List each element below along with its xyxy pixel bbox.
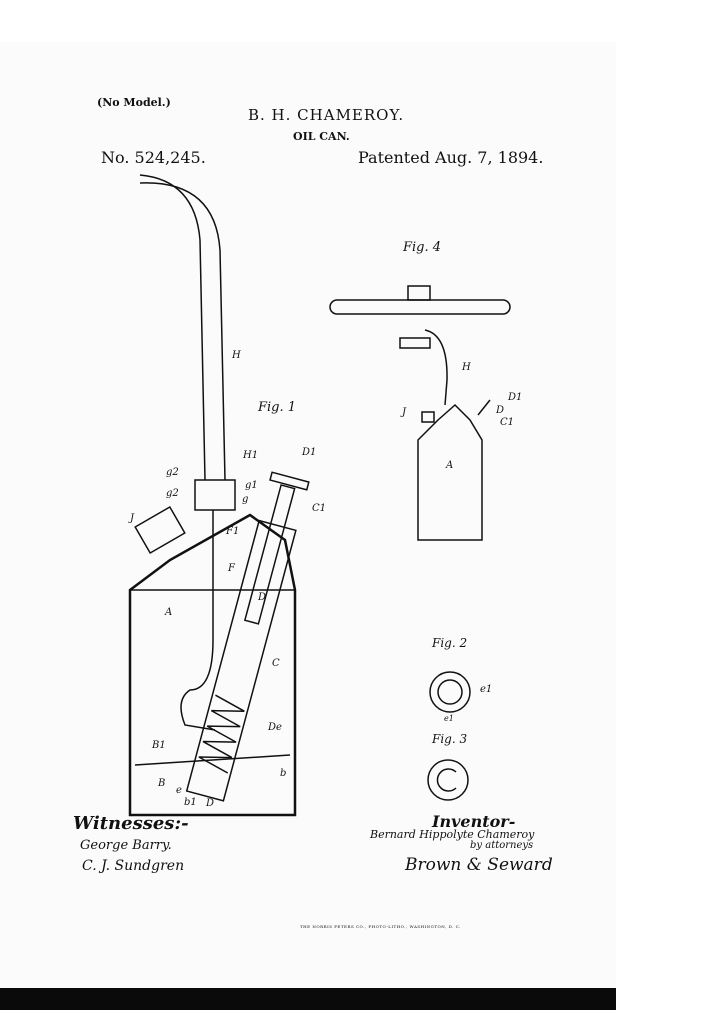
part-label: D	[206, 798, 215, 809]
part-label: A	[165, 607, 173, 618]
fig2-label: Fig. 2	[432, 636, 468, 650]
pump-cylinder	[185, 471, 310, 802]
fig4-label: Fig. 4	[403, 240, 442, 255]
part-label: De	[268, 722, 282, 733]
part-label: e	[176, 785, 182, 796]
part-label: g1	[245, 480, 258, 491]
fig4-clamp	[399, 337, 431, 349]
part-label: g	[242, 494, 249, 505]
fig4-can	[417, 403, 483, 541]
fig3-label: Fig. 3	[432, 732, 468, 746]
part-label: F1	[226, 526, 240, 537]
feed-tube	[180, 510, 216, 731]
inventor-heading: Inventor-	[432, 812, 516, 831]
fig4-handle	[329, 299, 511, 315]
part-label: b	[280, 768, 287, 779]
by-attorneys: by attorneys	[470, 840, 534, 851]
part-label: g2	[166, 467, 179, 478]
part-label: b1	[184, 797, 197, 808]
spout-cap	[194, 479, 236, 511]
patent-number: No. 524,245.	[101, 148, 206, 167]
witness-signature: George Barry.	[80, 838, 172, 853]
part-label: C1	[312, 503, 327, 514]
part-label: H	[462, 362, 471, 373]
part-label: B1	[152, 740, 166, 751]
spout-outer	[139, 174, 206, 481]
fig3-ring-outer	[427, 759, 469, 801]
inventor-name: B. H. CHAMEROY.	[248, 106, 405, 124]
fig4-spout	[424, 329, 448, 406]
fig2-ring-outer	[429, 671, 471, 713]
part-label: e1	[444, 714, 454, 723]
part-label: B	[158, 778, 166, 789]
part-label: D	[496, 405, 505, 416]
fig3-ring-inner	[436, 768, 457, 792]
no-model-note: (No Model.)	[97, 96, 171, 109]
patent-sheet	[0, 42, 616, 990]
part-label: D	[258, 592, 267, 603]
part-label: J	[402, 407, 407, 418]
part-label: F	[228, 563, 235, 574]
filler-cap	[134, 505, 186, 555]
part-label: D1	[302, 447, 317, 458]
patent-date: Patented Aug. 7, 1894.	[358, 148, 544, 167]
part-label: C1	[500, 417, 515, 428]
part-label: C	[272, 658, 280, 669]
scan-edge	[0, 988, 616, 1010]
part-label: H1	[243, 450, 259, 461]
part-label: H	[232, 350, 241, 361]
part-label: e1	[480, 684, 493, 695]
part-label: A	[446, 460, 454, 471]
inventor-signature: Bernard Hippolyte Chameroy	[370, 828, 535, 841]
witness-signature: C. J. Sundgren	[82, 858, 185, 874]
part-label: D1	[508, 392, 523, 403]
fig1-label: Fig. 1	[258, 400, 297, 415]
part-label: g2	[166, 488, 179, 499]
printer-credit: THE NORRIS PETERS CO., PHOTO-LITHO., WAS…	[300, 924, 461, 929]
fig2-ring-inner	[437, 679, 463, 705]
fig4-pump	[477, 399, 491, 416]
patent-title: OIL CAN.	[293, 130, 350, 143]
part-label: J	[130, 513, 135, 524]
fig4-cap	[421, 411, 435, 423]
witnesses-heading: Witnesses:-	[73, 813, 189, 834]
can-body	[128, 513, 297, 817]
attorneys-signature: Brown & Seward	[405, 855, 553, 875]
false-bottom	[134, 754, 291, 766]
spout-inner	[139, 182, 226, 481]
fig4-knob	[407, 285, 431, 301]
